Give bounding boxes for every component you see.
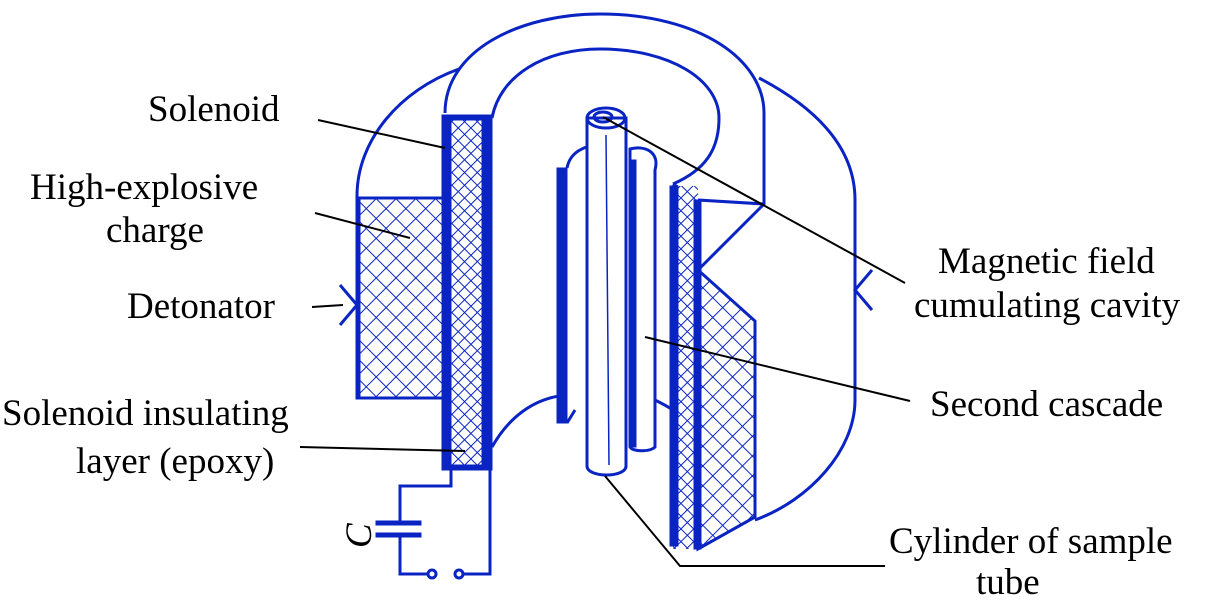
label-sample-line2: tube	[976, 562, 1040, 603]
solenoid	[441, 114, 493, 471]
label-insulating-line1: Solenoid insulating	[2, 393, 289, 434]
second-cascade	[556, 143, 658, 453]
label-detonator: Detonator	[127, 286, 275, 327]
label-insulating-line2: layer (epoxy)	[76, 441, 274, 482]
detonator-left-icon	[338, 284, 359, 326]
label-solenoid: Solenoid	[148, 89, 280, 130]
label-capacitor: C	[339, 522, 380, 548]
capacitor-circuit	[375, 468, 492, 580]
label-sample-line1: Cylinder of sample	[889, 521, 1173, 562]
sample-tube	[585, 106, 628, 477]
detonator-right-icon	[853, 269, 874, 311]
label-cavity-line2: cumulating cavity	[914, 285, 1181, 326]
leader-lines	[299, 116, 911, 567]
high-explosive-charge	[357, 196, 446, 400]
right-wall	[669, 185, 757, 552]
label-second-cascade: Second cascade	[930, 384, 1163, 425]
label-cavity-line1: Magnetic field	[938, 241, 1155, 282]
label-he-charge-line2: charge	[106, 210, 204, 251]
label-he-charge-line1: High-explosive	[30, 167, 258, 208]
